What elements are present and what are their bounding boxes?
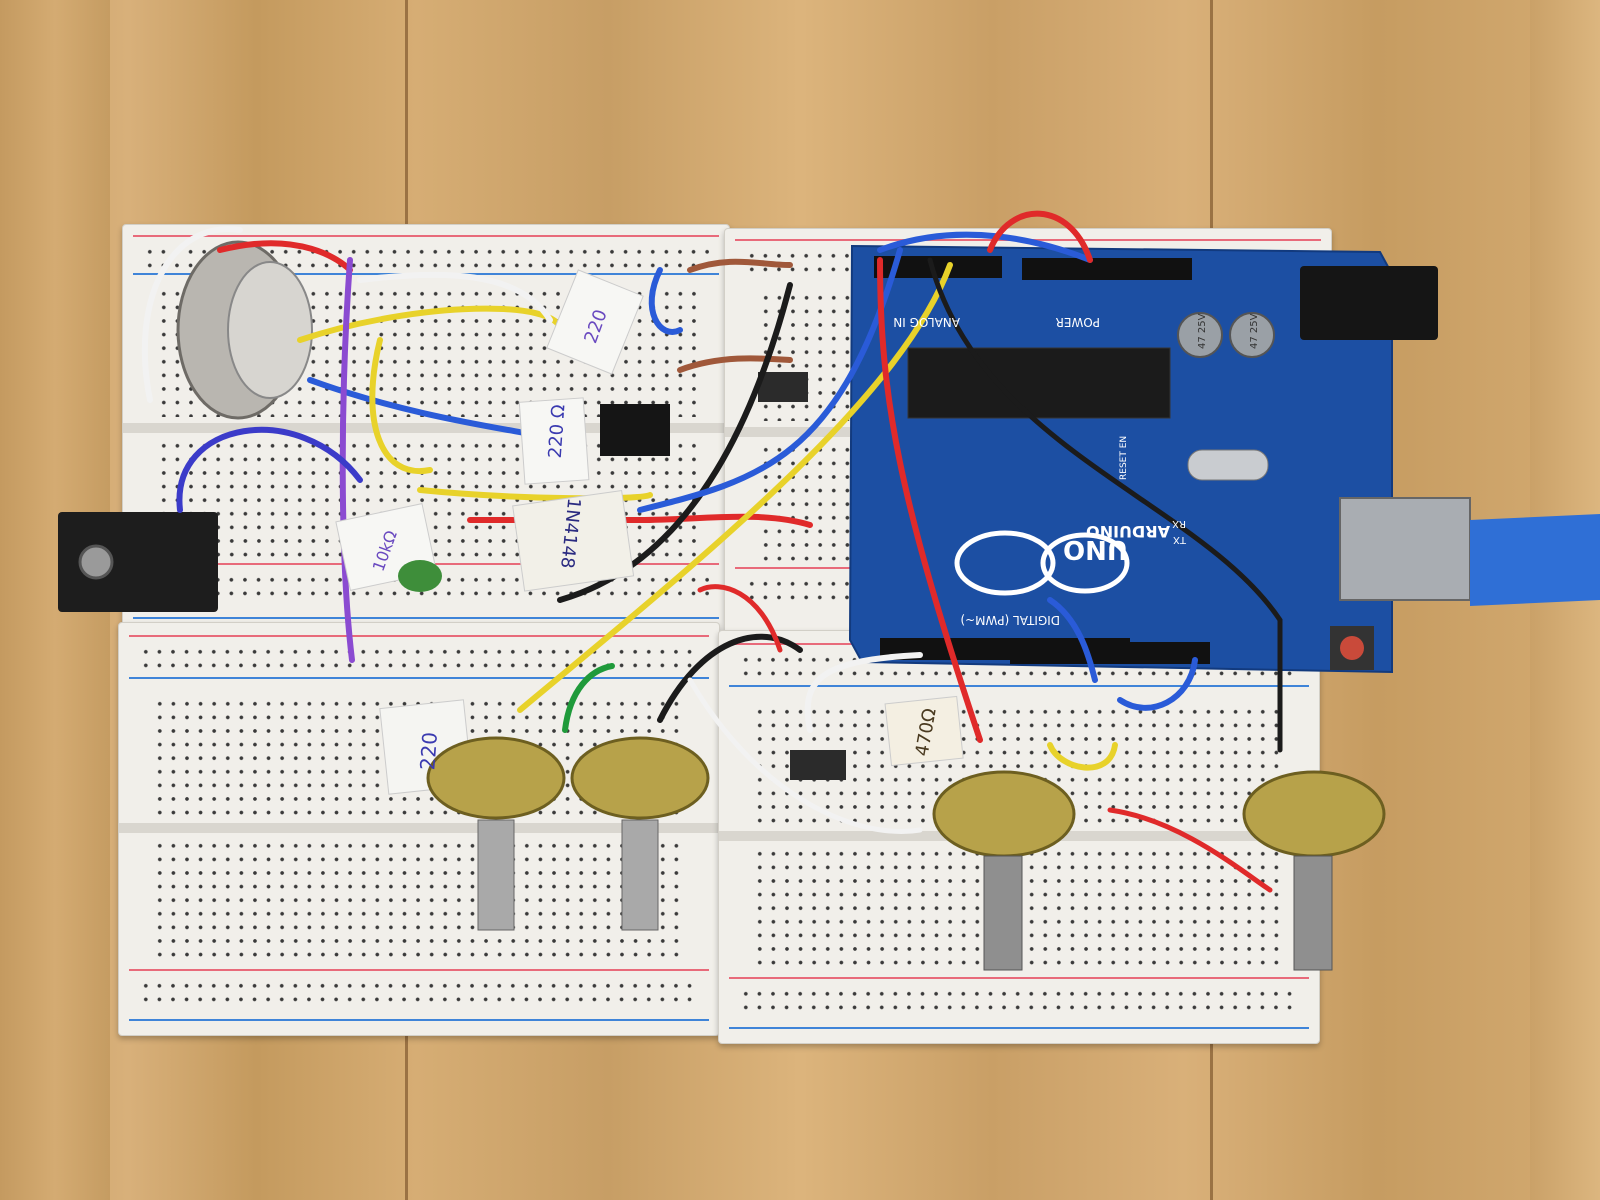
audio-jack bbox=[58, 512, 218, 612]
digital-header-label: DIGITAL (PWM~) bbox=[960, 613, 1060, 627]
potentiometers bbox=[426, 736, 1386, 971]
resistor-tag-220-a: 220 Ω bbox=[545, 404, 570, 459]
usb-cable bbox=[1470, 514, 1600, 606]
arduino-uno-board bbox=[848, 244, 1471, 674]
analog-header-label: ANALOG IN bbox=[893, 315, 960, 329]
paper-tags bbox=[335, 269, 964, 795]
rx-label: RX bbox=[1172, 518, 1186, 529]
ceramic-capacitor bbox=[398, 560, 442, 592]
resistor-tag-220-b: 220 bbox=[415, 731, 442, 771]
potentiometer bbox=[426, 736, 566, 931]
potentiometer bbox=[570, 736, 710, 931]
arduino-model-label: UNO bbox=[1063, 534, 1128, 564]
potentiometer bbox=[1242, 770, 1386, 971]
optocoupler-ic bbox=[600, 404, 670, 456]
slide-switch bbox=[758, 372, 808, 402]
tx-label: TX bbox=[1173, 534, 1187, 545]
slide-switch bbox=[790, 750, 846, 780]
midi-din-socket bbox=[176, 240, 313, 420]
breadboard-bottom-left bbox=[118, 622, 720, 1036]
arduino-brand-label: ARDUINO bbox=[1086, 522, 1170, 541]
capacitor-label: 47 25V bbox=[1249, 313, 1260, 349]
power-header-label: POWER bbox=[1056, 315, 1100, 329]
reset-en-label: RESET EN bbox=[1119, 436, 1129, 480]
capacitor-label: 47 25V bbox=[1197, 313, 1208, 349]
potentiometer bbox=[932, 770, 1076, 971]
